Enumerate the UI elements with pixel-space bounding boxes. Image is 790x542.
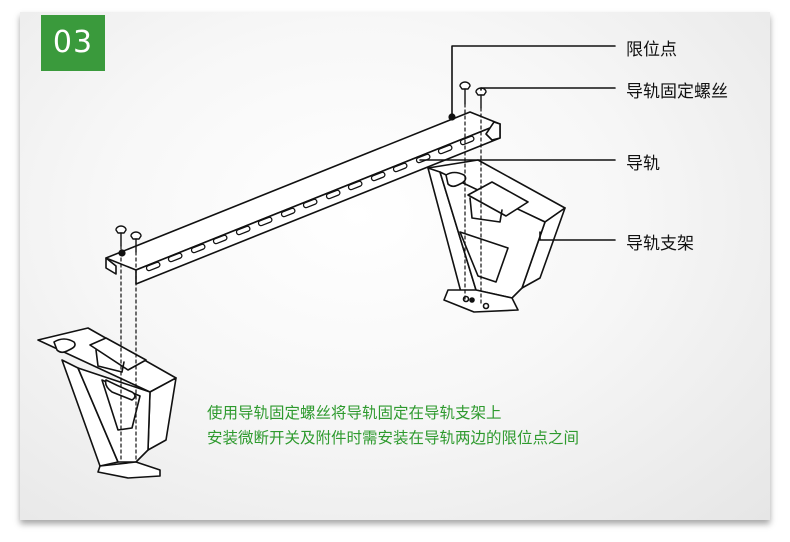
right-limit-point — [448, 113, 456, 121]
step-number-badge: 03 — [41, 15, 105, 71]
caption-line-1: 使用导轨固定螺丝将导轨固定在导轨支架上 — [207, 404, 502, 422]
label-limit-point: 限位点 — [626, 40, 677, 60]
callout-leaders — [419, 45, 616, 241]
right-rail-bracket — [427, 159, 566, 313]
label-rail-bracket: 导轨支架 — [626, 234, 694, 254]
rail-fixing-screws — [115, 81, 487, 253]
din-rail — [105, 111, 501, 285]
screw-alignment-guides — [120, 103, 482, 463]
label-rail: 导轨 — [626, 154, 660, 174]
label-rail-fixing-screw: 导轨固定螺丝 — [626, 82, 728, 102]
left-limit-point — [118, 249, 126, 257]
left-rail-bracket — [37, 327, 177, 479]
caption-line-2: 安装微断开关及附件时需安装在导轨两边的限位点之间 — [207, 429, 580, 447]
